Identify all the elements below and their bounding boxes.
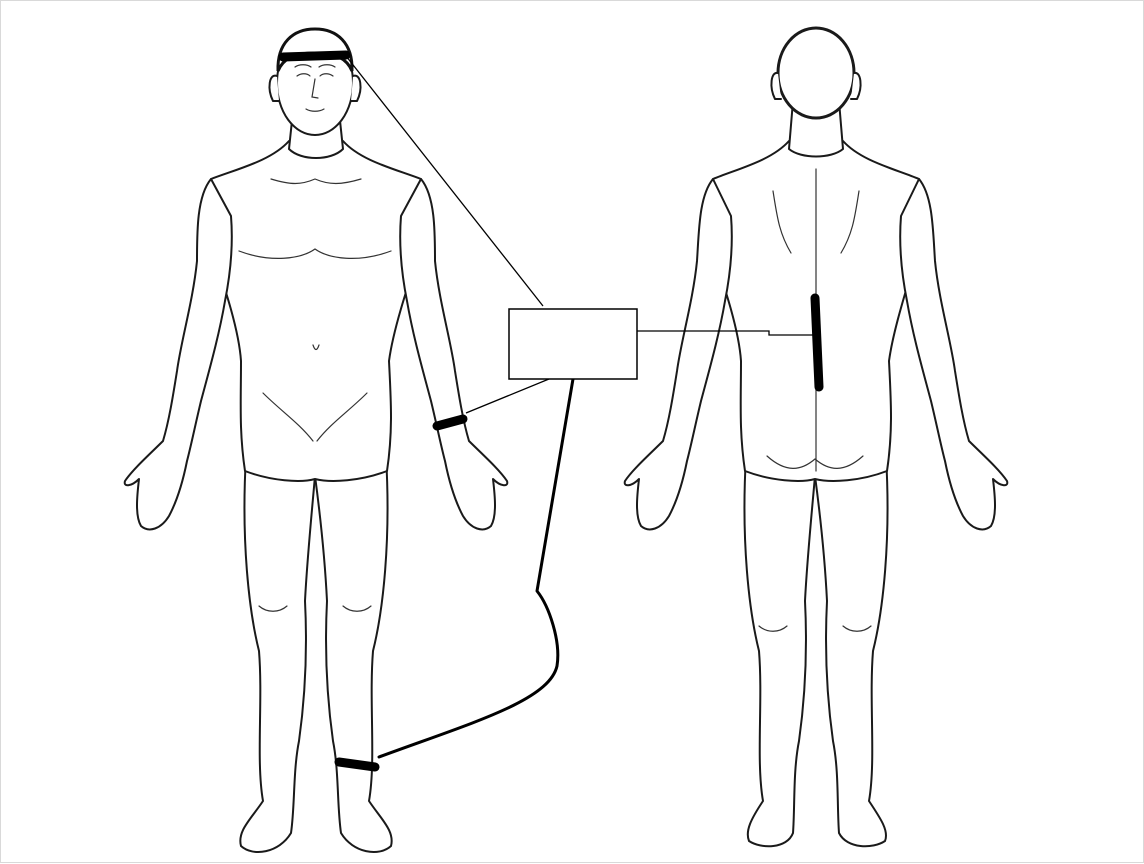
back-body-figure bbox=[625, 28, 1008, 846]
head-electrode-band bbox=[283, 55, 346, 57]
back-head bbox=[778, 28, 854, 118]
wrist-lead-wire bbox=[466, 379, 549, 413]
recording-device-box bbox=[509, 309, 637, 379]
front-left-leg bbox=[240, 456, 315, 852]
back-right-leg bbox=[815, 456, 888, 846]
front-right-leg bbox=[315, 456, 392, 852]
front-torso bbox=[205, 141, 427, 481]
back-right-arm bbox=[900, 179, 1007, 529]
lower-back-electrode-strip bbox=[815, 298, 819, 387]
front-body-figure bbox=[125, 29, 508, 852]
ankle-electrode-band bbox=[339, 762, 375, 767]
ankle-lead-wire bbox=[379, 379, 573, 757]
back-left-arm bbox=[625, 179, 732, 529]
front-left-arm bbox=[125, 179, 232, 529]
front-right-arm bbox=[400, 179, 507, 529]
back-left-leg bbox=[744, 456, 815, 846]
